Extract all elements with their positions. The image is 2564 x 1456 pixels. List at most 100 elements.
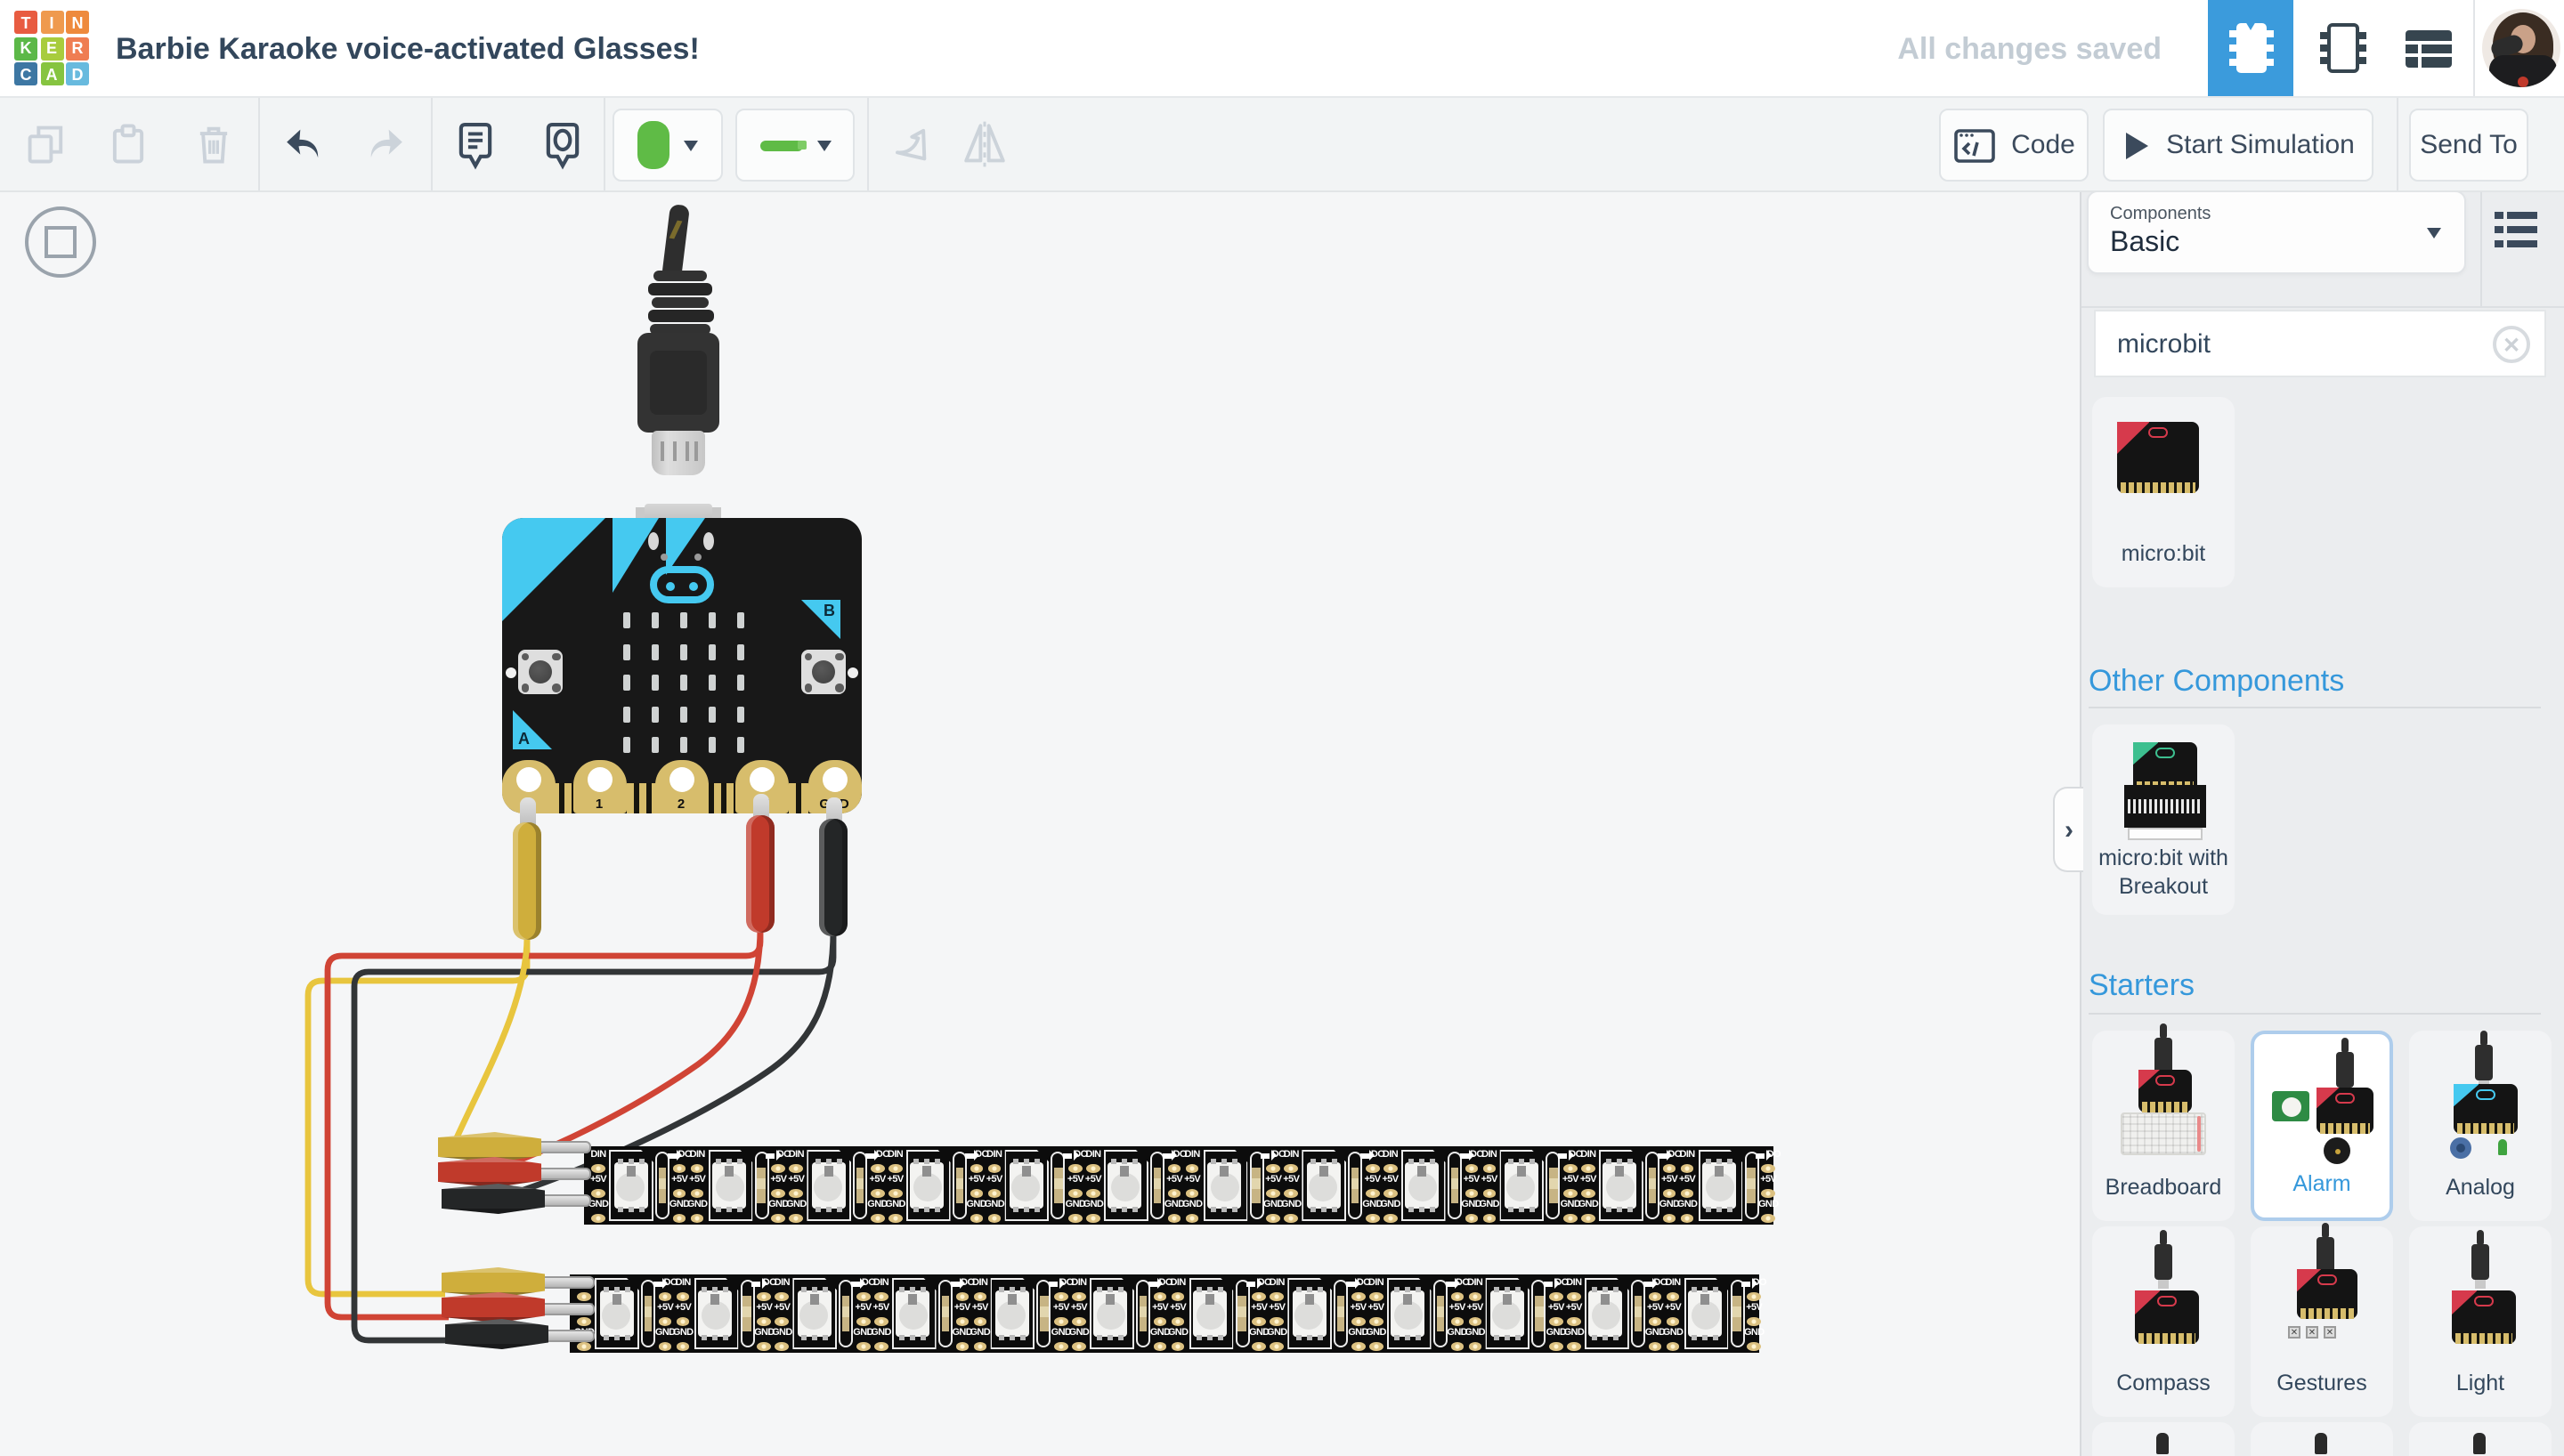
rotate-button[interactable] [883, 98, 937, 190]
logo-tile: T [14, 11, 37, 34]
undo-button[interactable] [280, 98, 329, 190]
code-button[interactable]: Code [1939, 109, 2089, 182]
card-label: Compass [2116, 1371, 2211, 1395]
component-card-alarm[interactable]: Alarm [2251, 1031, 2393, 1221]
document-title[interactable]: Barbie Karaoke voice-activated Glasses! [116, 31, 700, 65]
paste-button[interactable] [103, 98, 153, 190]
compass-thumbnail [2106, 1230, 2220, 1355]
circuit-canvas[interactable]: A B 0123VGND DIN+5VGNDDO+5VGNDDIN+5VGNDD… [0, 192, 2080, 1456]
play-icon [2125, 132, 2148, 158]
color-swatch [637, 121, 669, 169]
mounting-hole [648, 532, 659, 550]
copy-button[interactable] [21, 98, 71, 190]
decor-triangle [502, 518, 605, 621]
microbit-logo [650, 566, 714, 603]
user-avatar[interactable] [2482, 9, 2560, 87]
component-card-compass[interactable]: Compass [2092, 1226, 2235, 1417]
breadboard-thumbnail [2106, 1023, 2220, 1159]
wires[interactable] [0, 192, 2080, 1456]
component-card-partial[interactable] [2409, 1422, 2552, 1456]
pin-2[interactable]: 2 [654, 760, 708, 813]
pin-1[interactable]: 1 [572, 760, 626, 813]
gestures-thumbnail: ✕✕✕ [2265, 1223, 2379, 1355]
notes-button[interactable] [449, 98, 502, 190]
clip-bundle-strip-2[interactable] [442, 1267, 595, 1356]
neopixel-strip-2[interactable]: DIN+5VGNDDO+5VGNDDIN+5VGNDDO+5VGNDDIN+5V… [570, 1274, 1766, 1353]
usb-plug-connector [652, 431, 705, 475]
components-category-dropdown[interactable]: Components Basic [2087, 190, 2466, 274]
delete-button[interactable] [189, 98, 239, 190]
alligator-clip-yellow-pin0[interactable] [513, 822, 541, 940]
circuit-view-button[interactable] [2300, 0, 2386, 96]
list-view-button[interactable] [2386, 0, 2471, 96]
start-simulation-label: Start Simulation [2166, 130, 2355, 160]
analog-thumbnail [2423, 1031, 2537, 1159]
component-card-light[interactable]: Light [2409, 1226, 2552, 1417]
redo-button[interactable] [360, 98, 410, 190]
button-b[interactable] [801, 650, 846, 694]
chevron-down-icon [2427, 228, 2441, 239]
view-notes-button[interactable] [536, 98, 589, 190]
component-list-toggle[interactable] [2495, 205, 2544, 255]
component-card-breadboard[interactable]: Breadboard [2092, 1023, 2235, 1221]
editor-toolbar: Code Start Simulation Send To [0, 98, 2564, 192]
mirror-button[interactable] [954, 98, 1015, 190]
undo-icon [287, 129, 319, 158]
note-icon [458, 123, 492, 170]
search-input[interactable] [2096, 311, 2544, 376]
start-simulation-button[interactable]: Start Simulation [2103, 109, 2373, 182]
wire-style-dropdown[interactable] [735, 109, 855, 182]
component-card-partial[interactable] [2092, 1422, 2235, 1456]
alligator-clip-black-gnd[interactable] [819, 819, 848, 936]
component-card-analog[interactable]: Analog [2409, 1031, 2552, 1221]
zoom-to-fit-button[interactable] [25, 206, 96, 278]
clear-search-icon[interactable]: ✕ [2493, 326, 2530, 363]
component-card-breakout[interactable]: micro:bit with Breakout [2092, 724, 2235, 915]
wire-yellow-strip1 [447, 935, 531, 1153]
topbar-divider [2473, 0, 2475, 96]
color-dropdown[interactable] [613, 109, 723, 182]
logo-tile: A [40, 62, 63, 85]
component-card-microbit[interactable]: micro:bit [2092, 397, 2235, 587]
component-card-partial[interactable] [2251, 1422, 2393, 1456]
components-view-button[interactable] [2208, 0, 2293, 96]
clip-bundle-strip-1[interactable] [438, 1132, 591, 1221]
usb-plug-body[interactable] [637, 333, 719, 433]
alligator-clip-red-3v[interactable] [746, 815, 775, 933]
component-card-gestures[interactable]: ✕✕✕Gestures [2251, 1223, 2393, 1417]
send-to-button[interactable]: Send To [2409, 109, 2528, 182]
clip-red [438, 1157, 541, 1187]
sidebar-header-rule [2081, 306, 2564, 308]
card-label: Breadboard [2105, 1175, 2222, 1200]
components-label: Components [2110, 205, 2211, 224]
button-a[interactable] [518, 650, 563, 694]
pin-GND[interactable]: GND [807, 760, 861, 813]
sidebar-collapse-button[interactable]: › [2053, 787, 2083, 872]
microbit-board[interactable]: A B 0123VGND [502, 518, 862, 813]
